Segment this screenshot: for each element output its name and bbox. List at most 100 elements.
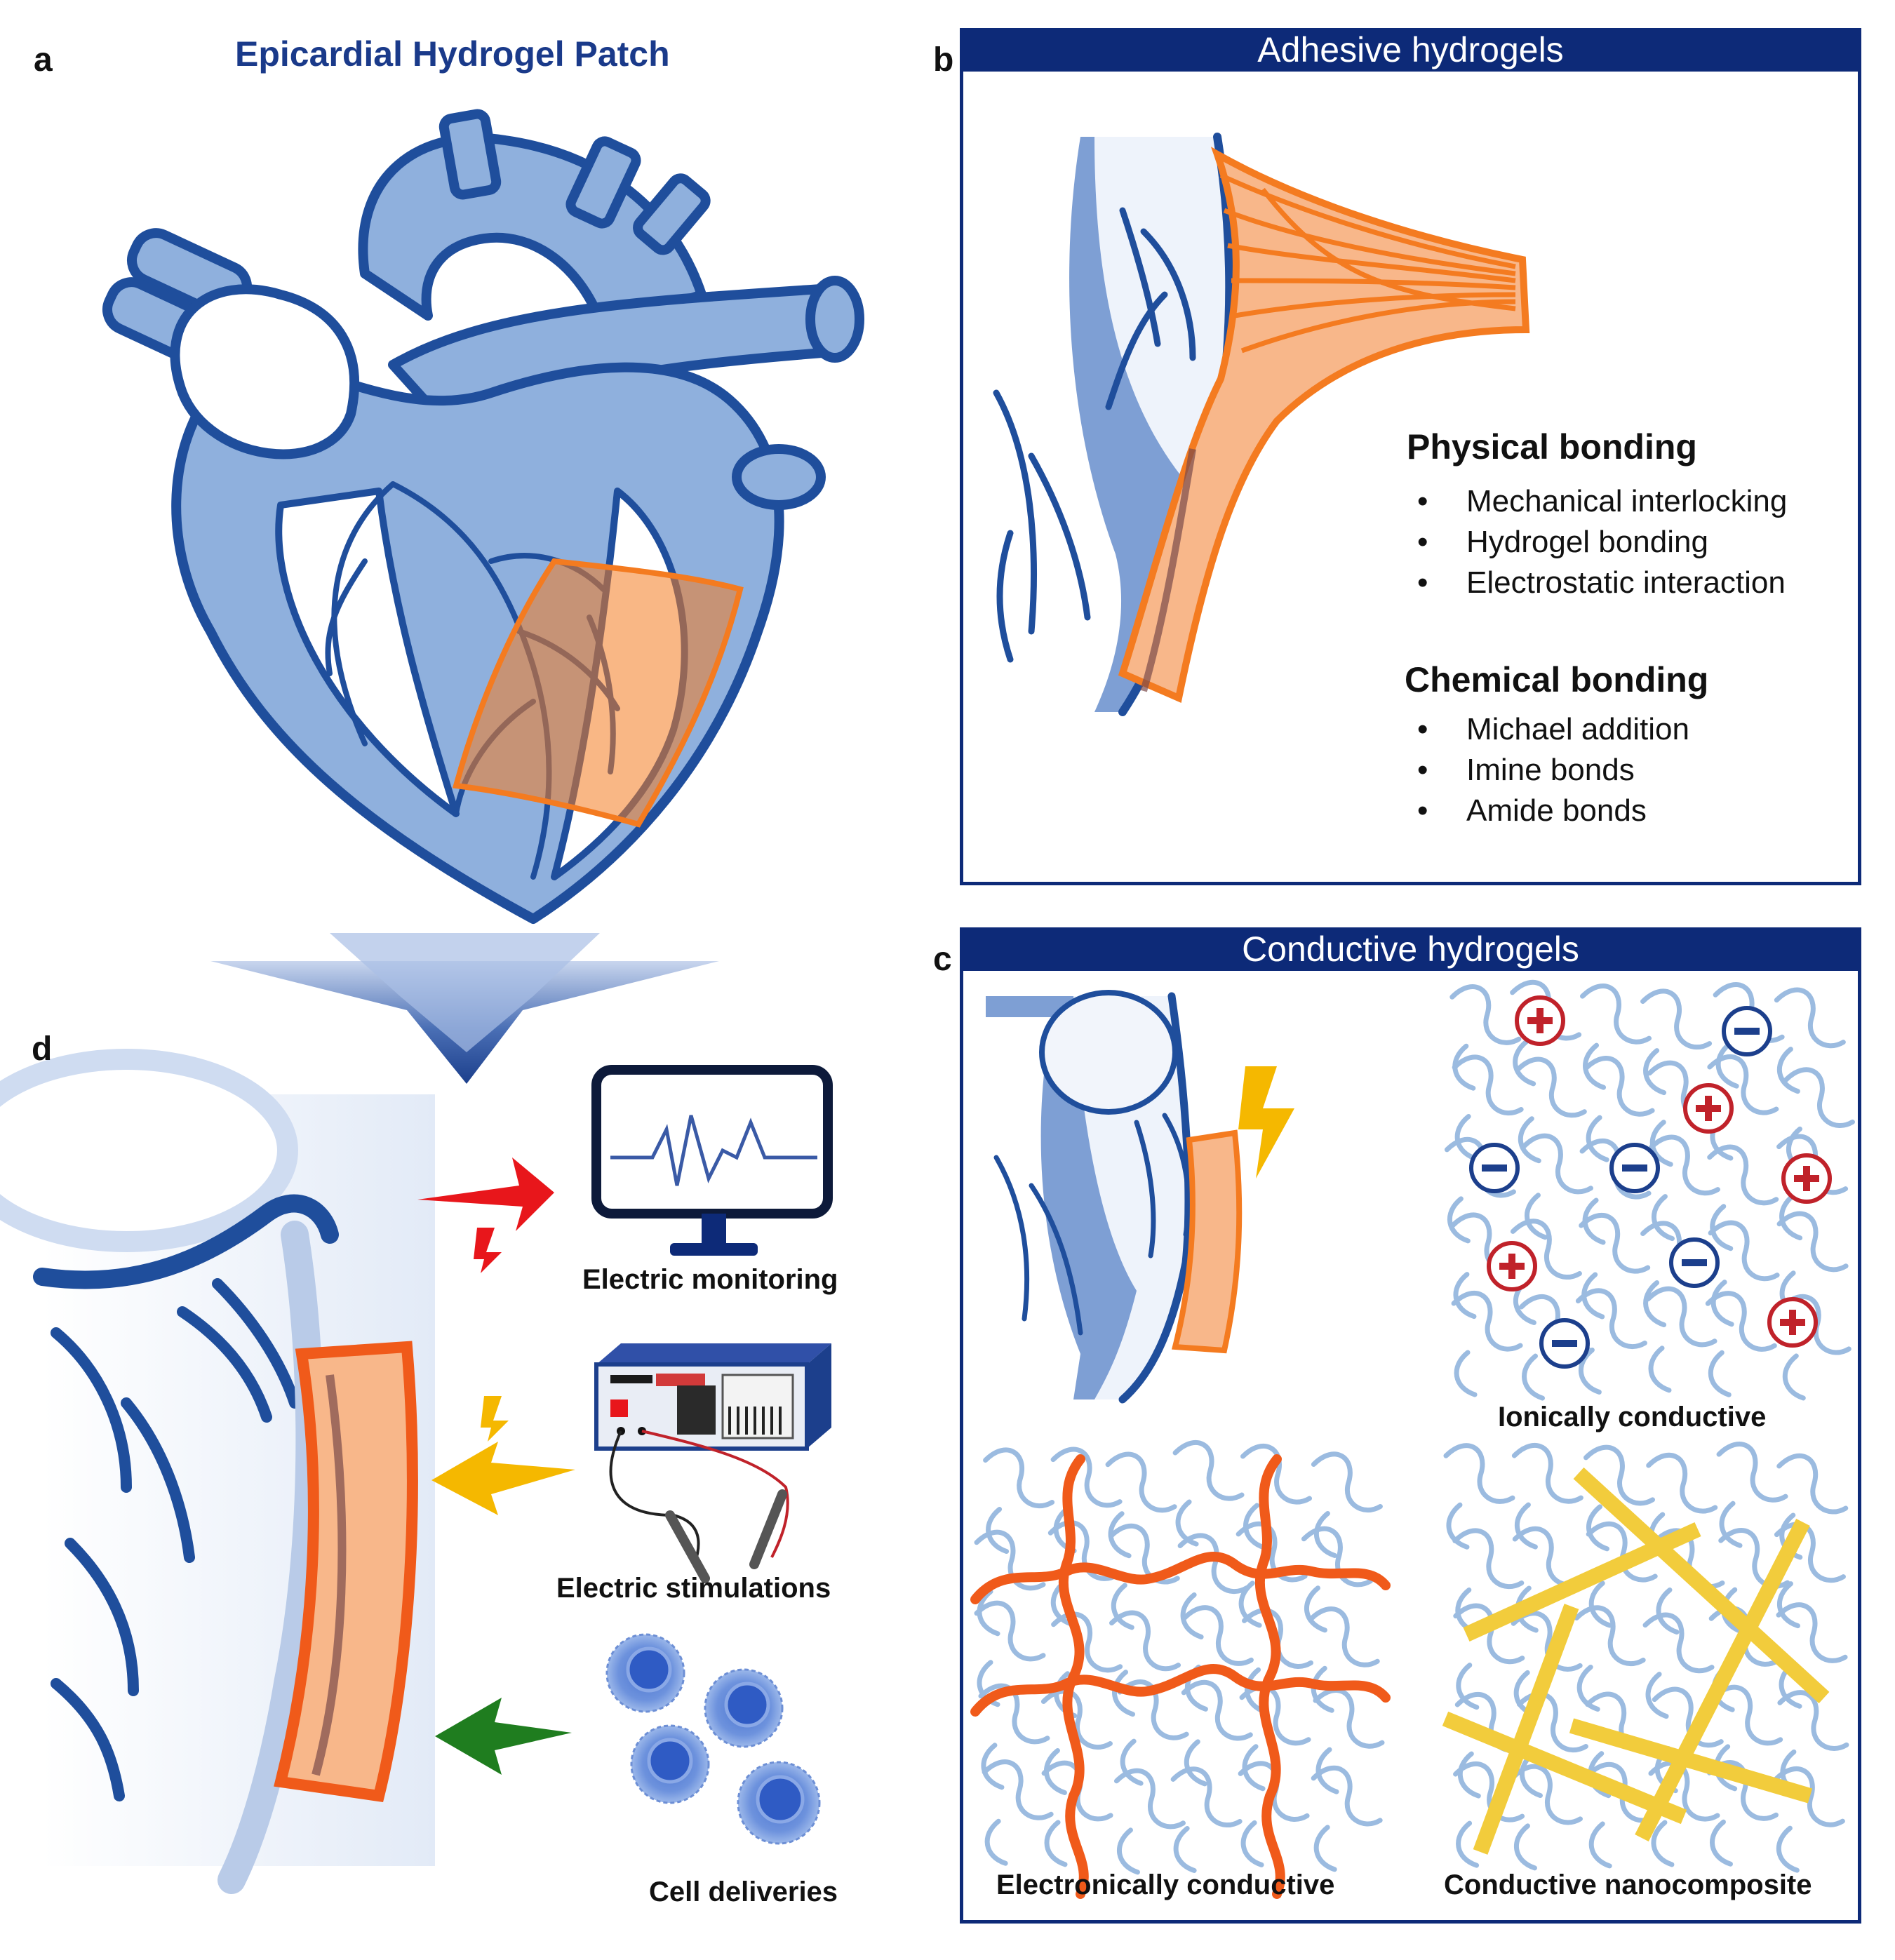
ionic-network [1444, 979, 1855, 1401]
polymer-fiber [1173, 1825, 1197, 1873]
panel-b-title: Adhesive hydrogels [960, 28, 1861, 72]
heart-illustration [102, 109, 864, 924]
polymer-fiber [1236, 1521, 1308, 1583]
polymer-fiber [974, 1600, 1046, 1662]
anion-icon [1539, 1318, 1590, 1369]
polymer-fiber [1707, 1144, 1779, 1206]
panel-letter-c: c [933, 941, 952, 978]
panel-c-title: Conductive hydrogels [960, 927, 1861, 971]
cation-icon [1515, 995, 1565, 1046]
polymer-fiber [1580, 984, 1652, 1045]
polymer-fiber [1311, 1451, 1383, 1512]
polymer-fiber [1579, 1212, 1651, 1274]
chemical-bonding-heading: Chemical bonding [1405, 660, 1709, 699]
stimulator-device-icon [594, 1343, 831, 1583]
anion-icon [1609, 1143, 1660, 1193]
polymer-fiber [1710, 1280, 1734, 1327]
physical-bonding-heading: Physical bonding [1407, 427, 1697, 466]
polymer-fiber [1240, 1820, 1264, 1867]
electronic-caption: Electronically conductive [996, 1870, 1335, 1900]
polymer-fiber [1652, 1194, 1675, 1242]
polymer-fiber [1515, 1056, 1587, 1118]
polymer-fiber [1301, 1526, 1373, 1588]
polymer-fiber [1578, 1347, 1602, 1395]
polymer-fiber [1108, 1523, 1180, 1585]
cells-icon [605, 1633, 821, 1845]
polymer-fiber [1574, 1605, 1646, 1666]
anion-icon [1722, 1006, 1772, 1056]
polymer-fiber [1313, 1825, 1337, 1872]
red-bolt-icon [474, 1228, 502, 1273]
polymer-fiber [1452, 1528, 1525, 1589]
polymer-fiber [1457, 1751, 1481, 1799]
nanocomposite-network [1442, 1442, 1849, 1873]
polymer-fiber [1120, 1738, 1144, 1786]
polymer-fiber [1109, 1610, 1181, 1672]
polymer-fiber [1576, 1664, 1600, 1712]
panel-a-title: Epicardial Hydrogel Patch [235, 34, 670, 74]
polymer-fiber [1313, 1510, 1337, 1558]
polymer-fiber [1575, 1288, 1647, 1349]
polymer-fiber [1710, 1819, 1733, 1867]
polymer-fiber [1511, 1764, 1583, 1825]
polymer-fiber [1454, 1350, 1478, 1397]
polymer-fiber [1711, 1684, 1783, 1746]
nanocomposite-caption: Conductive nanocomposite [1444, 1870, 1812, 1900]
polymer-fiber [1451, 1290, 1523, 1352]
epicardial-patch [452, 558, 744, 828]
physical-item-1: •Mechanical interlocking [1417, 484, 1788, 518]
polymer-fiber [1111, 1583, 1134, 1630]
polymer-fiber [1452, 1043, 1476, 1091]
patch-closeup [0, 1049, 435, 1894]
polymer-fiber [1510, 1219, 1582, 1280]
polymer-fiber [977, 1589, 1000, 1637]
chemical-item-1: •Michael addition [1417, 712, 1689, 746]
yellow-bolt-icon [481, 1396, 509, 1442]
polymer-fiber [1514, 1502, 1538, 1550]
polymer-fiber [1456, 1663, 1480, 1710]
conductive-heart [986, 990, 1294, 1404]
polymer-fiber [1177, 1533, 1250, 1594]
cation-icon [1781, 1153, 1832, 1204]
polymer-fiber [1518, 1116, 1541, 1164]
polymer-fiber [1583, 1444, 1655, 1506]
polymer-fiber [1648, 1760, 1720, 1822]
polymer-fiber [1181, 1679, 1253, 1741]
polymer-fiber [982, 1759, 1054, 1820]
polymer-fiber [1643, 1280, 1667, 1328]
polymer-fiber [1705, 1291, 1777, 1352]
polymer-fiber [1240, 1443, 1313, 1505]
polymer-fiber [1453, 1272, 1477, 1320]
polymer-fiber [1181, 1605, 1254, 1666]
polymer-fiber [1588, 1821, 1612, 1869]
polymer-fiber [1776, 1602, 1848, 1663]
polymer-fiber [1446, 1502, 1470, 1550]
physical-item-2: •Hydrogel bonding [1417, 525, 1708, 559]
polymer-fiber [1044, 1820, 1068, 1867]
chemical-item-2: •Imine bonds [1417, 753, 1635, 787]
polymer-fiber [1521, 1133, 1593, 1195]
polymer-fiber [1456, 1820, 1480, 1868]
polymer-fiber [1648, 1345, 1672, 1393]
polymer-fiber [1777, 1581, 1800, 1629]
polymer-fiber [1708, 1350, 1732, 1397]
polymer-fiber [1776, 1453, 1849, 1515]
anion-icon [1469, 1143, 1520, 1193]
polymer-fiber [1304, 1585, 1327, 1633]
polymer-fiber [1117, 1827, 1140, 1875]
polymer-fiber [983, 1447, 1055, 1509]
polymer-fiber [1453, 1603, 1525, 1665]
polymer-fiber [1646, 1452, 1718, 1514]
cell-delivery-arrow-icon [435, 1698, 572, 1775]
monitoring-caption: Electric monitoring [582, 1264, 838, 1295]
polymer-fiber [1238, 1580, 1262, 1628]
cation-icon [1767, 1297, 1818, 1348]
polymer-fiber [1776, 1211, 1849, 1273]
polymer-fiber [1652, 1686, 1724, 1748]
polymer-fiber [1706, 1760, 1779, 1821]
polymer-fiber [1642, 1612, 1715, 1674]
adhesive-illustration [986, 133, 1530, 716]
polymer-fiber [1715, 1041, 1739, 1089]
monitor-icon [591, 1065, 833, 1256]
